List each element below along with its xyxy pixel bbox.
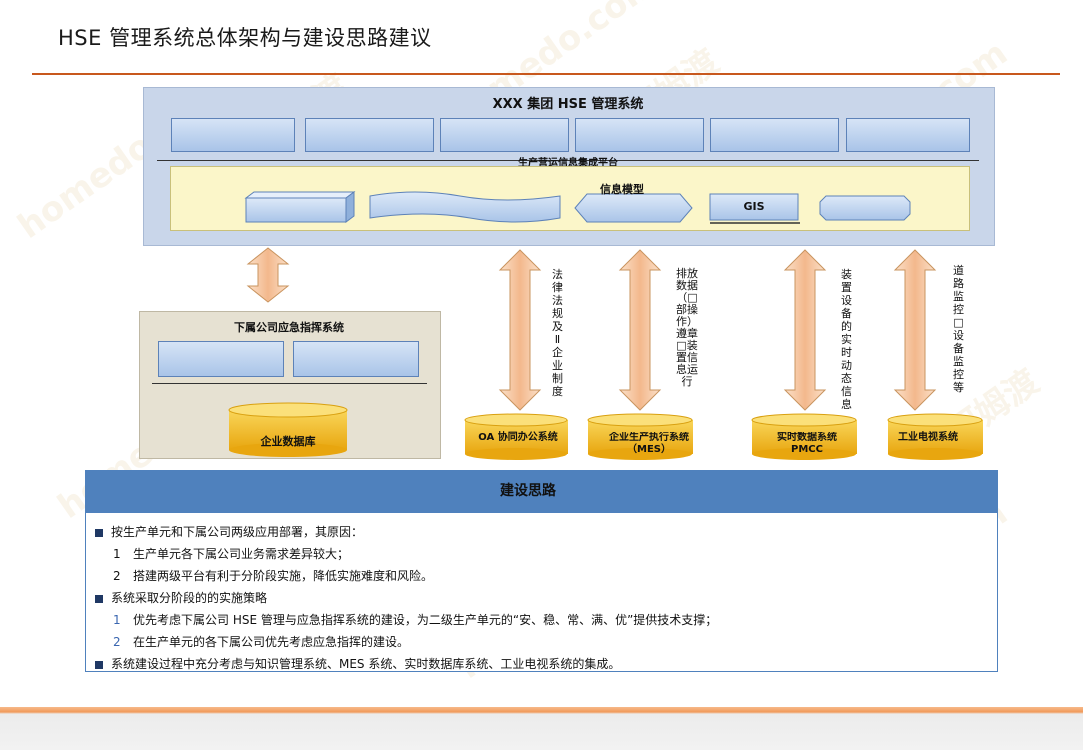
gis-label: GIS: [743, 200, 765, 213]
hse-module-box: [440, 118, 569, 152]
system-label: OA 协同办公系统: [478, 432, 558, 443]
system-cylinder: [464, 413, 568, 460]
hse-module-box: [305, 118, 434, 152]
subsidiary-module-box: [158, 341, 284, 377]
arrow-label: 道路监控□设备监控等: [953, 264, 964, 394]
box-shape: [245, 197, 347, 223]
subsidiary-divider: [152, 383, 427, 384]
arrow-label: 装置设备的实时动态信息: [841, 268, 852, 411]
arrow-label: 法律法规及Ⅱ企业制度: [552, 268, 563, 398]
title-underline: [32, 73, 1060, 75]
subsidiary-module-box: [293, 341, 419, 377]
system-cylinder: [887, 413, 983, 460]
system-label: 实时数据系统PMCC: [777, 432, 837, 455]
platform-shapes: [244, 191, 911, 224]
subsidiary-title: 下属公司应急指挥系统: [234, 321, 344, 334]
flow-shapes: [228, 247, 983, 460]
bidirectional-arrow: [498, 249, 542, 411]
page-title: HSE 管理系统总体架构与建设思路建议: [58, 26, 432, 50]
database-cylinder: [228, 402, 348, 457]
arrow-label: 排放数据（□部操作）遵章□装置信息运行: [676, 267, 698, 388]
bullet-square: [95, 660, 103, 669]
bidirectional-arrow: [246, 247, 290, 303]
gis-shape: [709, 193, 799, 221]
tag-shape: [819, 195, 911, 221]
box-shape: [345, 191, 355, 223]
bullet-square: [95, 528, 103, 537]
system-cylinder: [587, 413, 693, 460]
bidirectional-arrow: [783, 249, 827, 411]
box-shape: [244, 191, 356, 199]
bullet-square: [95, 594, 103, 603]
system-label: 企业生产执行系统（MES）: [609, 432, 689, 455]
bidirectional-arrow: [618, 249, 662, 411]
wave-shape: [369, 191, 561, 223]
panel-divider: [157, 160, 979, 161]
ideas-title: 建设思路: [500, 483, 556, 499]
hse-system-title: XXX 集团 HSE 管理系统: [492, 97, 644, 112]
ideas-header-bar: [85, 470, 998, 512]
idea-line: 系统采取分阶段的的实施策略: [95, 589, 267, 606]
system-label: 工业电视系统: [898, 432, 958, 443]
enterprise-db-label: 企业数据库: [260, 435, 316, 448]
idea-line: 按生产单元和下属公司两级应用部署，其原因：: [95, 523, 363, 540]
hexagon-shape: [574, 193, 693, 223]
bidirectional-arrow: [893, 249, 937, 411]
ideas-box: [85, 512, 998, 672]
hse-module-box: [575, 118, 704, 152]
info-model-label: 信息模型: [600, 183, 644, 196]
hse-module-box: [846, 118, 970, 152]
footer-band: [0, 707, 1083, 750]
system-cylinder: [751, 413, 857, 460]
hse-module-box: [171, 118, 295, 152]
idea-line: 系统建设过程中充分考虑与知识管理系统、MES 系统、实时数据库系统、工业电视系统…: [95, 655, 620, 672]
hse-module-box: [710, 118, 839, 152]
platform-label: 生产营运信息集成平台: [518, 158, 618, 169]
